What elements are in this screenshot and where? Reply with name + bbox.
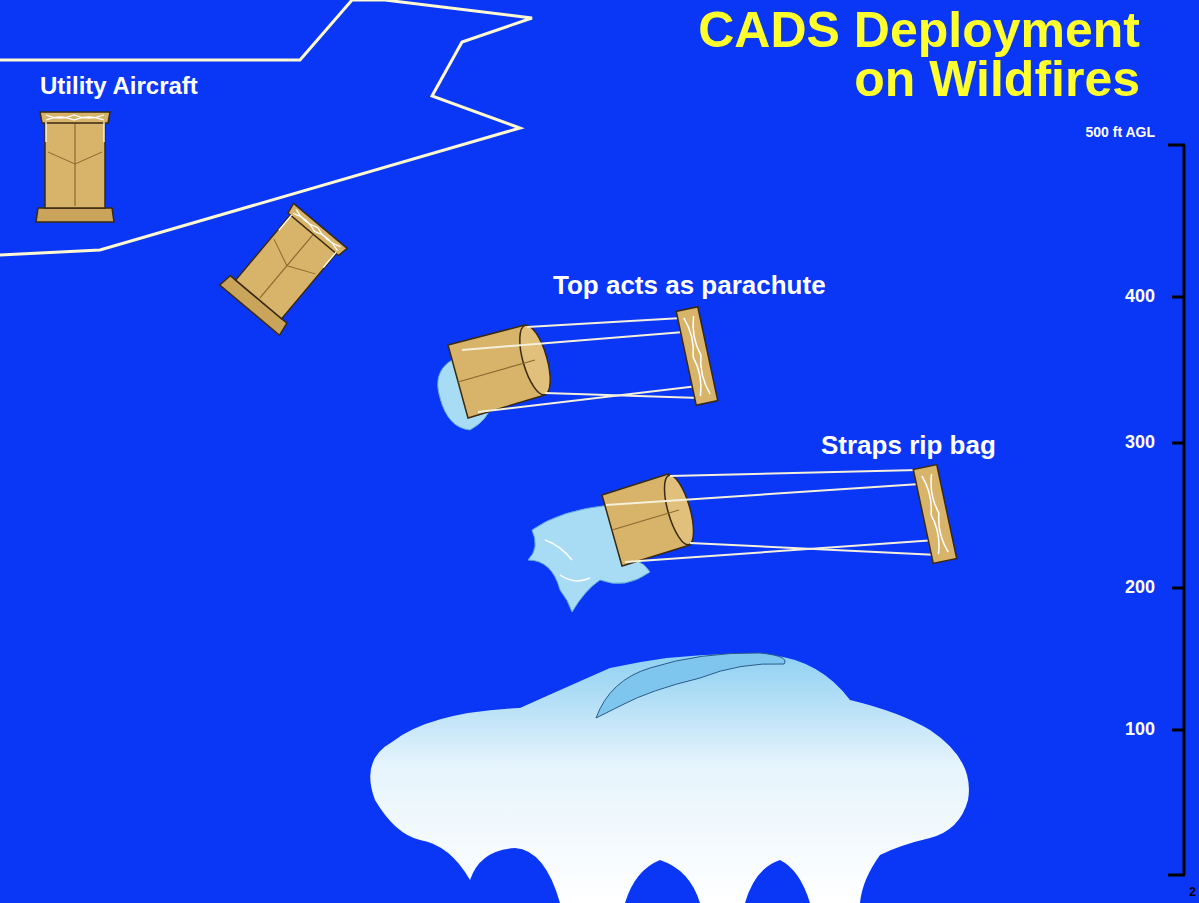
slide-title: CADS Deployment on Wildfires <box>650 6 1140 104</box>
cads-box <box>220 201 350 335</box>
aircraft-outline-path <box>0 0 532 255</box>
aircraft-label: Utility Aircraft <box>40 72 540 100</box>
water-splash <box>370 653 969 903</box>
slide-number: 2 <box>1189 885 1196 899</box>
cads-box-ripping <box>528 465 957 612</box>
stage-label: Top acts as parachute <box>553 270 826 301</box>
cads-box <box>36 112 114 222</box>
altitude-label: 100 <box>1125 719 1155 740</box>
altitude-label: 300 <box>1125 432 1155 453</box>
aircraft-outline: Utility Aircraft <box>0 0 540 262</box>
altitude-label: 200 <box>1125 577 1155 598</box>
altitude-scale <box>1168 145 1185 875</box>
aircraft-fuselage <box>0 0 540 262</box>
cads-box-deploying <box>438 307 718 430</box>
stage-label: Straps rip bag <box>821 430 996 461</box>
altitude-label: 500 ft AGL <box>1086 124 1156 140</box>
altitude-label: 400 <box>1125 286 1155 307</box>
